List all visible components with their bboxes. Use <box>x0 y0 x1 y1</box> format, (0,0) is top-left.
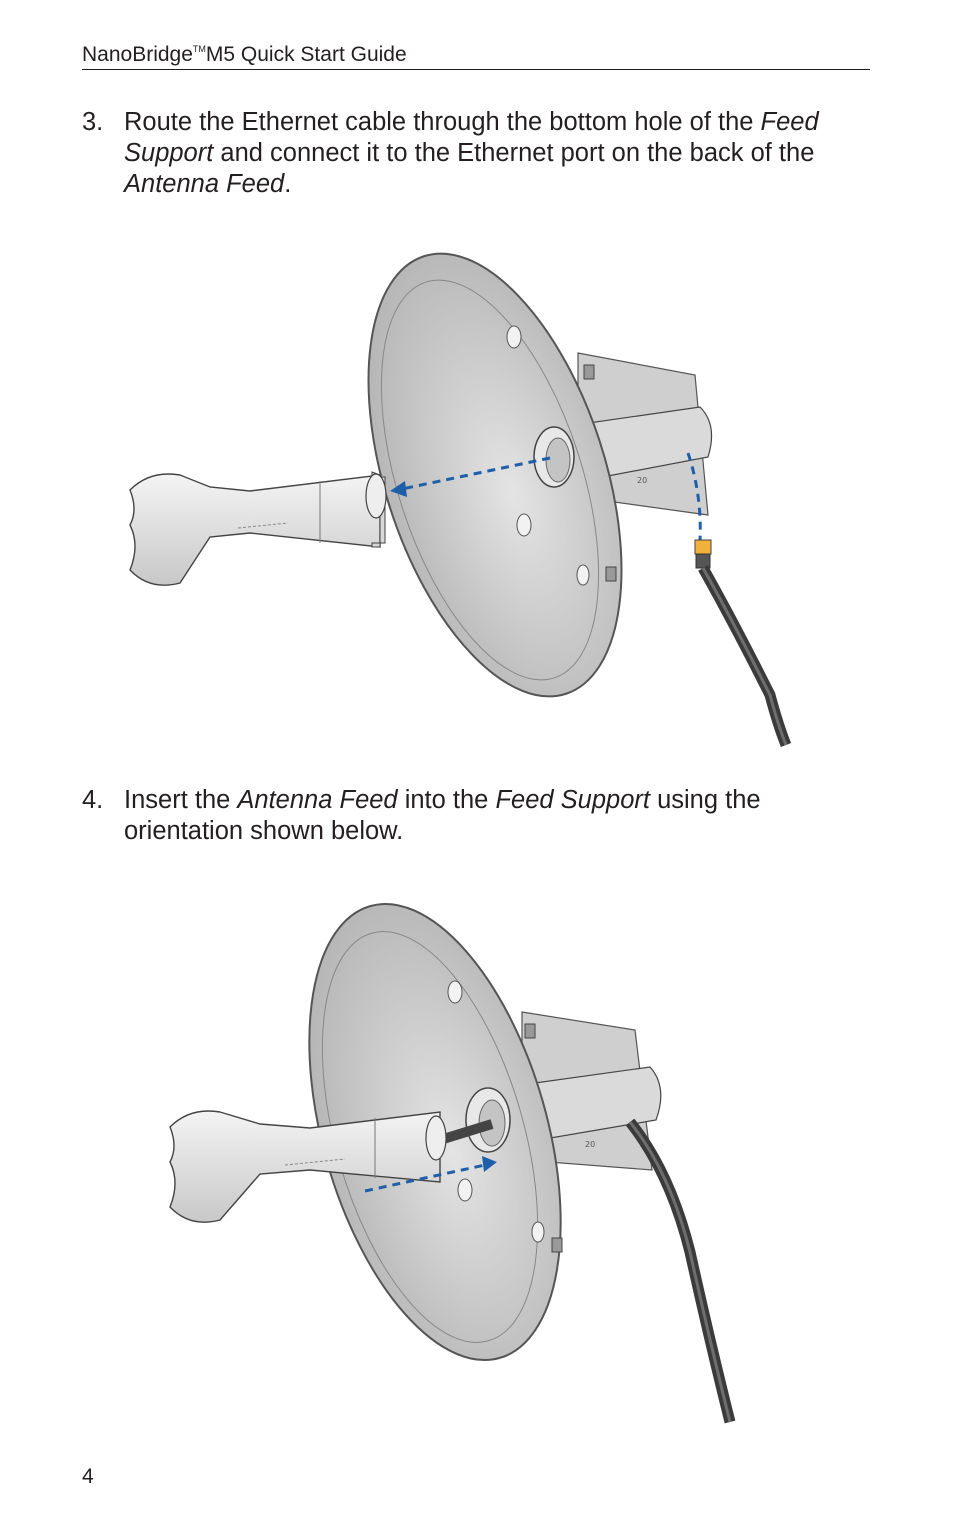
scale-label: 20 <box>637 476 647 485</box>
rj45-connector <box>694 539 712 555</box>
feed-insertion-illustration: 20 <box>169 903 736 1424</box>
feed-routing-illustration: 20 <box>129 252 792 748</box>
antenna-feed <box>129 471 387 586</box>
step-number: 4. <box>82 786 104 814</box>
page-number: 4 <box>82 1465 94 1488</box>
scale-label: 20 <box>585 1140 595 1149</box>
page-header: NanoBridgeTMM5 Quick Start Guide <box>82 36 870 70</box>
header-title: NanoBridgeTMM5 Quick Start Guide <box>82 43 407 66</box>
step-text: Insert the Antenna Feed into the Feed Su… <box>124 786 761 845</box>
trademark-mark: TM <box>192 44 206 54</box>
antenna-feed <box>169 1110 494 1223</box>
step-number: 3. <box>82 108 104 136</box>
step-text: Route the Ethernet cable through the bot… <box>124 108 819 198</box>
